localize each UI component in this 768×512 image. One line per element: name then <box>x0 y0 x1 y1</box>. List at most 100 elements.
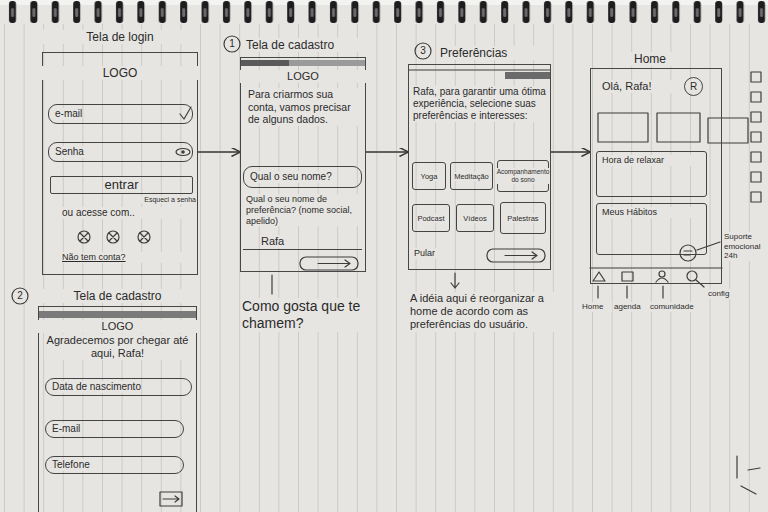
input-field: e-mail <box>48 104 193 124</box>
screen-frame: YogaMeditaçãoAcompanhamento do sonoPodca… <box>408 64 551 270</box>
scroll-square <box>751 112 761 122</box>
progress-bar <box>241 60 365 66</box>
leader-line <box>697 242 720 250</box>
question-text: Qual o seu nome de preferência? (nome so… <box>246 194 362 226</box>
input-field: Qual o seu nome? <box>243 166 362 188</box>
scroll-square <box>751 152 761 162</box>
input-line: Rafa <box>243 233 362 250</box>
logo-text: LOGO <box>38 320 197 333</box>
link-text: Não tem conta? <box>62 252 182 263</box>
screen-title: Tela de login <box>42 30 198 44</box>
screen-title: Tela de cadastro <box>38 289 197 303</box>
flow-arrow <box>551 151 590 152</box>
eye-pupil <box>181 150 185 154</box>
home-icon <box>593 272 605 281</box>
action-button: entrar <box>50 176 193 194</box>
input-field: Data de nascimento <box>45 378 192 396</box>
option-label: Vídeos <box>463 214 486 223</box>
header-line <box>409 69 550 70</box>
leader-line <box>271 275 272 294</box>
note-arrow <box>451 273 459 288</box>
config-icon <box>687 271 697 281</box>
social-icon-cross <box>140 233 148 241</box>
nav-caption: config <box>708 289 748 299</box>
pencil-marks <box>737 456 760 494</box>
option-label: Podcast <box>417 214 444 223</box>
chat-icon <box>680 245 696 261</box>
body-text: Para criarmos sua conta, vamos precisar … <box>248 88 362 126</box>
screen-frame: RHora de relaxarMeus HábitosHomeOlá, Raf… <box>590 68 722 284</box>
handwritten-note: A idéia aqui é reorganizar a home de aco… <box>410 292 560 332</box>
community-icon <box>659 271 665 277</box>
social-icon <box>138 231 150 243</box>
screen-frame: Data de nascimentoE-mailTelefoneTela de … <box>38 306 197 512</box>
avatar-circle: R <box>684 77 703 96</box>
option-label: Yoga <box>421 172 438 181</box>
next-button <box>300 257 358 270</box>
placeholder-box <box>657 113 700 142</box>
scroll-square <box>751 92 761 102</box>
flow-arrow <box>198 151 240 152</box>
field-label: Senha <box>55 146 84 158</box>
callout-note: Suporte emocional 24h <box>724 232 766 261</box>
community-icon-body <box>656 278 668 282</box>
handwritten-note: Como gosta que te chamem? <box>242 298 372 332</box>
social-icon <box>107 231 119 243</box>
spiral-binding <box>0 0 768 26</box>
progress-fill <box>241 60 289 66</box>
input-field: E-mail <box>45 420 184 438</box>
nav-caption: Home <box>582 302 612 312</box>
option-chip: Vídeos <box>456 204 494 232</box>
leader-line <box>597 286 598 298</box>
eye-icon <box>176 149 190 156</box>
social-icon <box>78 231 90 243</box>
social-icon-cross <box>80 233 88 241</box>
body-text: Rafa, para garantir uma ótima experiênci… <box>413 86 547 122</box>
progress-bar <box>39 311 196 318</box>
field-label: Qual o seu nome? <box>250 171 332 183</box>
greeting-text: Olá, Rafa! <box>602 80 680 93</box>
field-label: E-mail <box>52 423 80 435</box>
nav-bar-line <box>590 267 722 268</box>
callout-circle <box>12 288 28 304</box>
content-card: Meus Hábitos <box>596 203 707 255</box>
placeholder-box <box>598 113 648 142</box>
logo-text: LOGO <box>240 70 366 83</box>
link-text: Pular <box>414 248 454 259</box>
scroll-square <box>751 72 761 82</box>
card-title: Meus Hábitos <box>602 207 701 218</box>
content-card: Hora de relaxar <box>596 151 707 197</box>
link-text: Esqueci a senha <box>136 196 196 204</box>
body-text: Agradecemos por chegar até aqui, Rafa! <box>44 334 191 360</box>
screen-title: Home <box>620 52 680 66</box>
button-label: entrar <box>105 177 139 193</box>
next-arrow <box>163 496 179 502</box>
scroll-square <box>751 172 761 182</box>
progress-bar <box>505 72 550 79</box>
logo-text: LOGO <box>42 66 198 80</box>
hint-text: ou acesse com.. <box>62 207 182 219</box>
option-label: Palestras <box>507 214 538 223</box>
next-arrow <box>318 260 350 267</box>
callout-number: 3 <box>418 45 428 57</box>
option-chip: Palestras <box>500 202 546 234</box>
field-label: e-mail <box>55 108 82 120</box>
option-chip: Yoga <box>412 162 446 190</box>
agenda-icon <box>622 272 633 281</box>
option-chip: Meditação <box>450 162 493 190</box>
avatar-initial: R <box>690 81 697 93</box>
check-icon <box>180 107 191 119</box>
nav-caption: agenda <box>614 302 648 312</box>
flow-arrow <box>366 151 408 152</box>
next-button <box>160 492 182 506</box>
screen-frame: Qual o seu nome?RafaTela de cadastroLOGO… <box>240 57 366 272</box>
option-chip: Podcast <box>412 204 450 232</box>
field-label: Data de nascimento <box>52 381 141 393</box>
next-arrow <box>505 252 537 259</box>
callout-number: 2 <box>15 290 25 302</box>
ruled-lines <box>0 24 768 512</box>
scroll-square <box>751 192 761 202</box>
